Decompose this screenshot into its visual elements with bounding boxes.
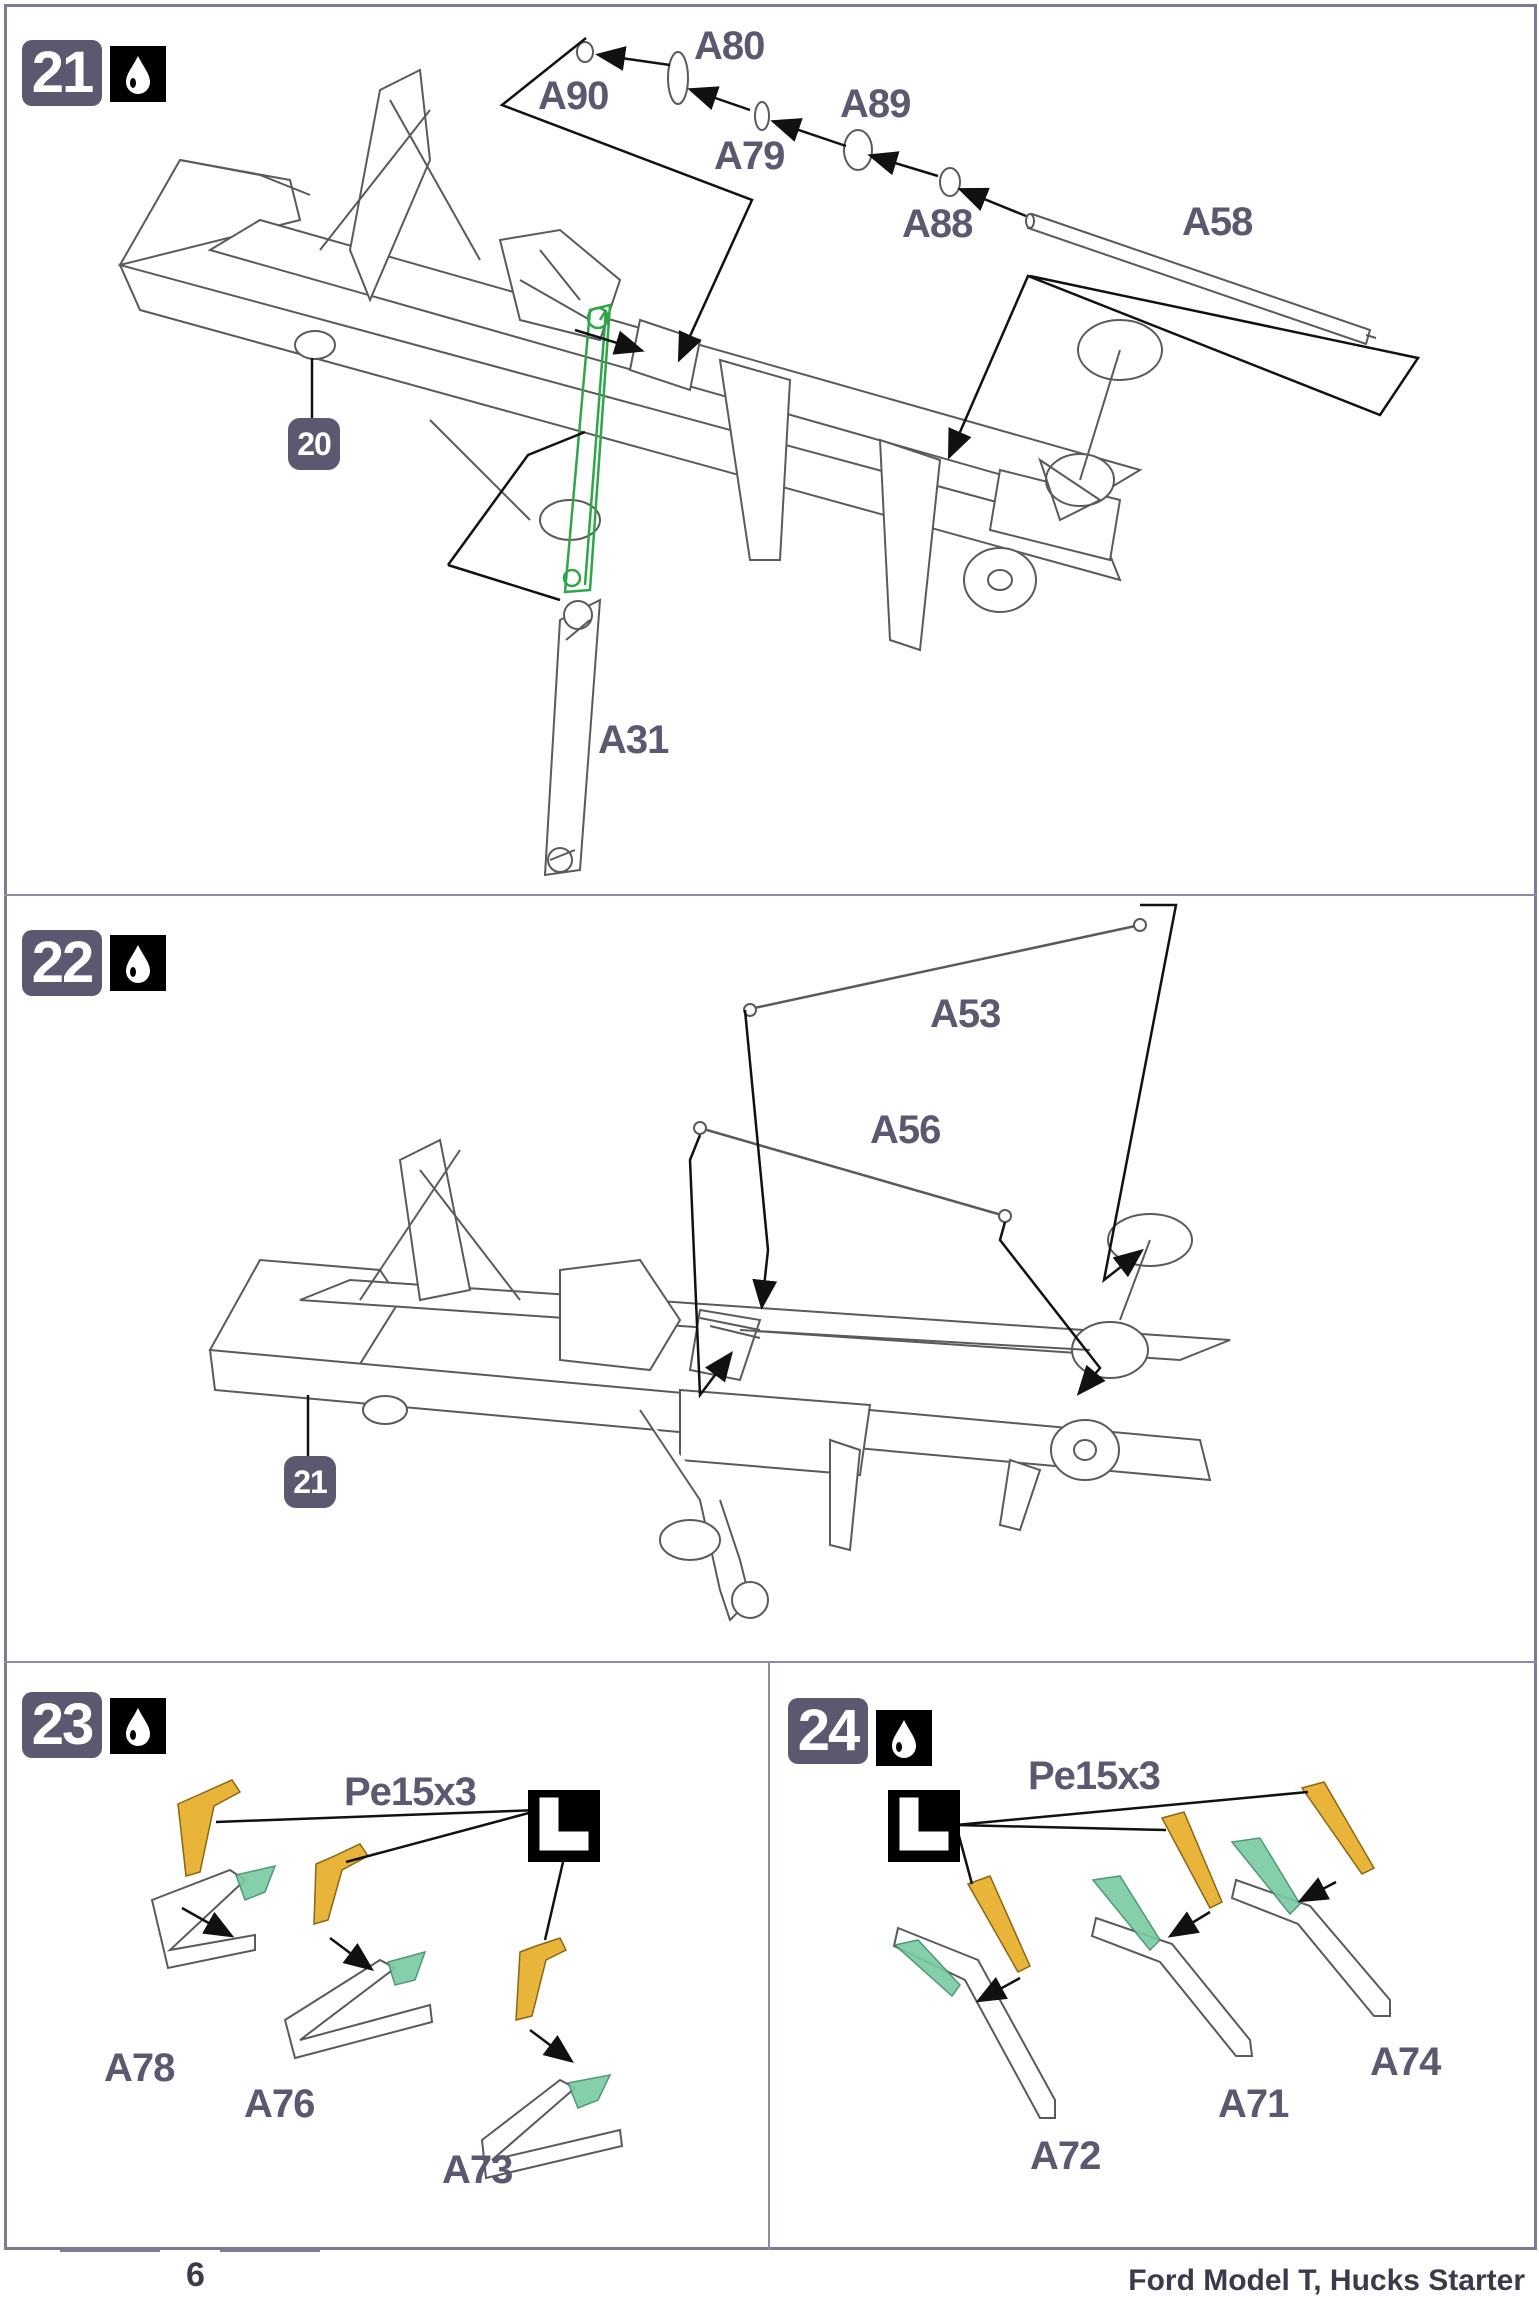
- divider-23-24: [768, 1661, 770, 2250]
- part-label-a89: A89: [840, 82, 911, 126]
- divider-22-23: [4, 1661, 1537, 1663]
- ref-badge-21: 21: [284, 1456, 336, 1508]
- exploded-parts-step21: [576, 41, 1377, 346]
- part-label-a90: A90: [538, 74, 609, 118]
- step-number-23: 23: [22, 1692, 102, 1758]
- ref-badge-20: 20: [288, 418, 340, 470]
- step-number-22: 22: [22, 930, 102, 996]
- part-label-a72: A72: [1030, 2134, 1101, 2178]
- step-number-21: 21: [22, 40, 102, 106]
- chassis-step21: [117, 68, 1163, 652]
- step-number-24: 24: [788, 1698, 868, 1764]
- part-label-a71: A71: [1218, 2082, 1289, 2126]
- photoetch-label: Pe15x3: [344, 1770, 477, 1814]
- part-label-a73: A73: [442, 2148, 513, 2192]
- part-label-a53: A53: [930, 992, 1001, 1036]
- part-label-a88: A88: [902, 202, 973, 246]
- part-label-a79: A79: [714, 134, 785, 178]
- photoetch-bend-icon: [888, 1790, 960, 1862]
- step24-parts: [892, 1781, 1391, 2119]
- part-label-a78: A78: [104, 2046, 175, 2090]
- glue-drop-icon: [110, 935, 166, 991]
- divider-21-22: [4, 894, 1537, 896]
- document-title: Ford Model T, Hucks Starter: [1128, 2264, 1525, 2297]
- callouts-step22: [306, 903, 1178, 1462]
- part-label-a76: A76: [244, 2082, 315, 2126]
- glue-drop-icon: [876, 1710, 932, 1766]
- photoetch-bend-icon: [528, 1790, 600, 1862]
- step23-parts: [150, 1779, 624, 2180]
- part-label-a58: A58: [1182, 200, 1253, 244]
- callouts-step21: [310, 37, 1421, 602]
- page-number: 6: [186, 2256, 205, 2294]
- chassis-step22: [208, 918, 1231, 1622]
- glue-drop-icon: [110, 46, 166, 102]
- part-a31-lever: [543, 598, 602, 877]
- part-label-a56: A56: [870, 1108, 941, 1152]
- part-label-a74: A74: [1370, 2040, 1441, 2084]
- page-frame: [4, 4, 1537, 2250]
- highlight-a31-installed: [562, 303, 612, 594]
- part-label-a80: A80: [694, 24, 765, 68]
- glue-drop-icon: [110, 1698, 166, 1754]
- photoetch-label: Pe15x3: [1028, 1754, 1161, 1798]
- part-label-a31: A31: [598, 718, 669, 762]
